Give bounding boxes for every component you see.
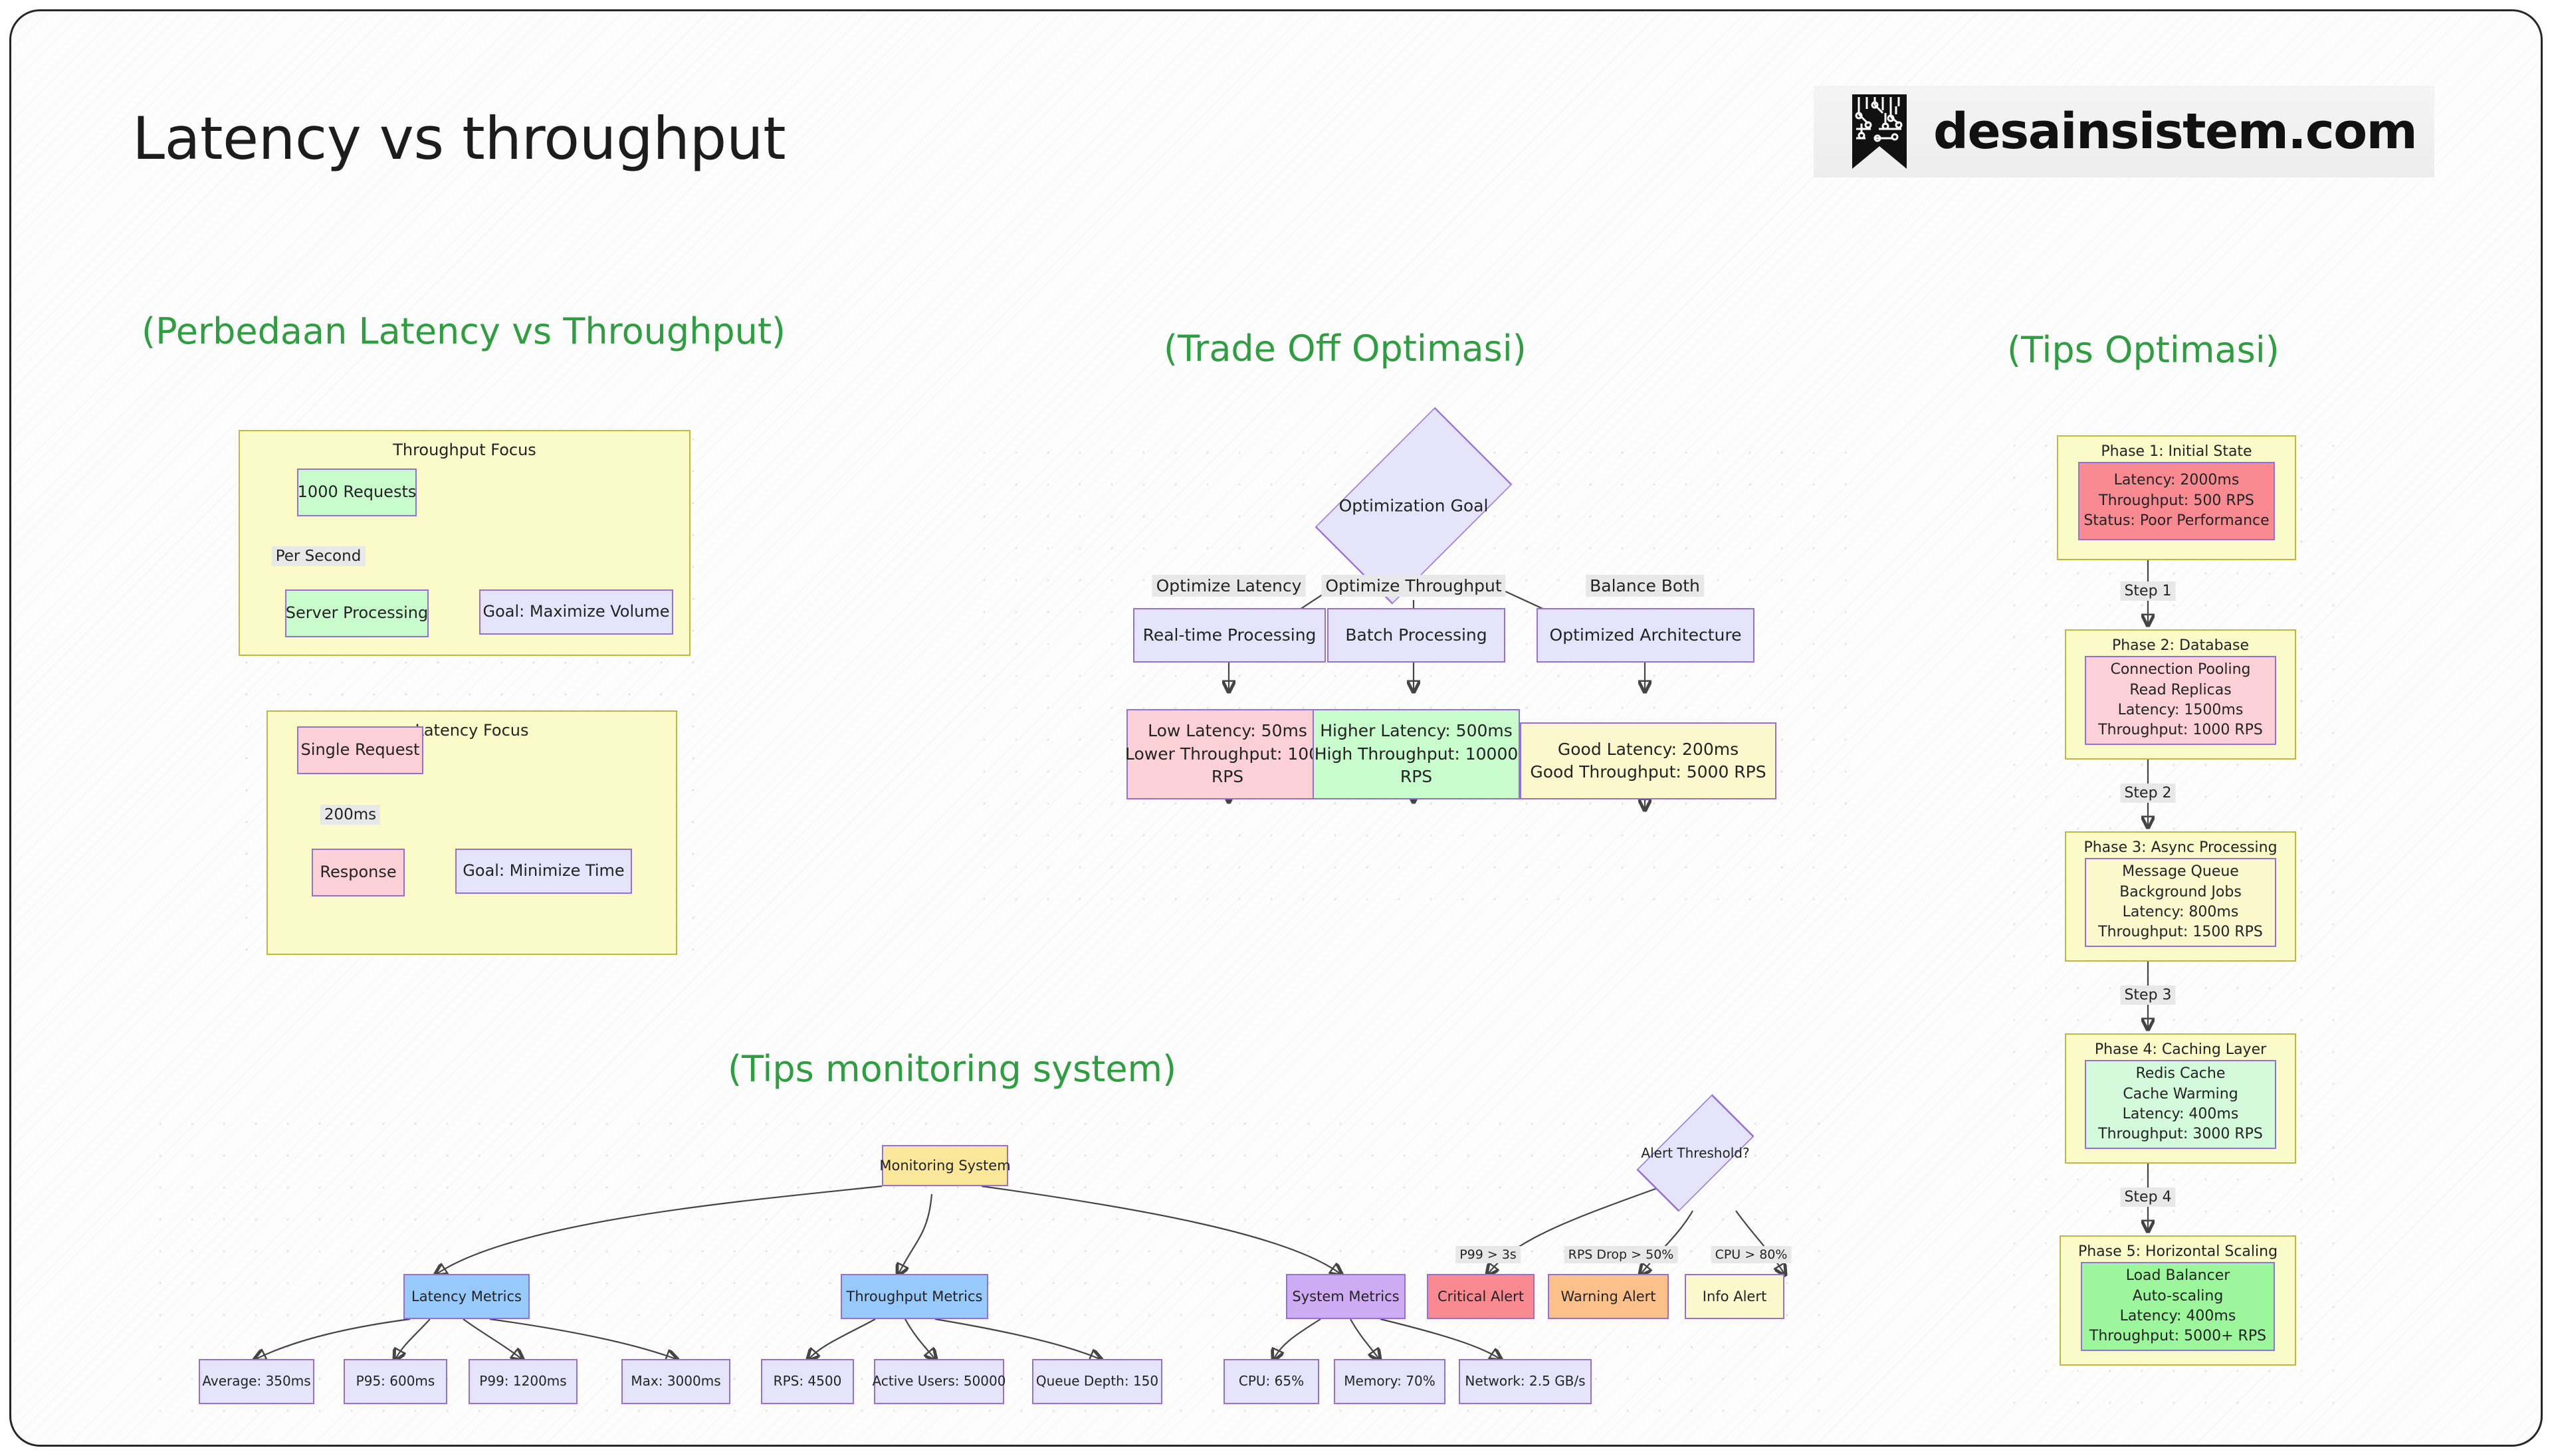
- node-1000-requests: 1000 Requests: [297, 468, 417, 516]
- decision-label: Alert Threshold?: [1641, 1145, 1750, 1161]
- node-latency-max: Max: 3000ms: [621, 1359, 730, 1404]
- node-throughput-metrics: Throughput Metrics: [841, 1274, 988, 1319]
- brand-name: desainsistem.com: [1933, 103, 2418, 160]
- node-throughput-queue-depth: Queue Depth: 150: [1032, 1359, 1162, 1404]
- node-system-memory: Memory: 70%: [1334, 1359, 1445, 1404]
- node-latency-metrics: Latency Metrics: [403, 1274, 530, 1319]
- node-system-cpu: CPU: 65%: [1223, 1359, 1319, 1404]
- brand-logo-block: desainsistem.com: [1814, 86, 2434, 177]
- node-system-metrics: System Metrics: [1286, 1274, 1406, 1319]
- node-goal-maximize-volume: Goal: Maximize Volume: [479, 589, 673, 635]
- node-result-high-throughput: Higher Latency: 500ms High Throughput: 1…: [1313, 709, 1520, 799]
- node-phase-3-metrics: Message Queue Background Jobs Latency: 8…: [2085, 858, 2276, 947]
- node-monitoring-system: Monitoring System: [879, 1145, 1011, 1186]
- node-optimized-architecture: Optimized Architecture: [1537, 608, 1754, 663]
- decision-label: Optimization Goal: [1338, 496, 1489, 516]
- diagram-tips-optimasi: Phase 1: Initial State Latency: 2000ms T…: [1998, 430, 2344, 1427]
- slide-canvas: Latency vs throughput desainsistem.com (…: [9, 9, 2543, 1447]
- subgraph-label: Phase 1: Initial State: [2101, 443, 2252, 460]
- node-phase-5-metrics: Load Balancer Auto-scaling Latency: 400m…: [2081, 1262, 2275, 1351]
- section-heading-middle: (Trade Off Optimasi): [1164, 328, 1527, 369]
- node-goal-minimize-time: Goal: Minimize Time: [455, 849, 632, 894]
- edge-label-step-4: Step 4: [2120, 1188, 2176, 1207]
- node-warning-alert: Warning Alert: [1548, 1274, 1669, 1319]
- subgraph-label: Phase 4: Caching Layer: [2094, 1041, 2267, 1058]
- node-latency-average: Average: 350ms: [199, 1359, 314, 1404]
- page-title: Latency vs throughput: [132, 104, 786, 173]
- node-result-balanced: Good Latency: 200ms Good Throughput: 500…: [1520, 722, 1776, 799]
- edge-label-200ms: 200ms: [320, 805, 381, 825]
- edge-label-rps-drop-threshold: RPS Drop > 50%: [1564, 1246, 1678, 1263]
- subgraph-label: Phase 3: Async Processing: [2083, 839, 2278, 856]
- node-throughput-rps: RPS: 4500: [761, 1359, 854, 1404]
- node-critical-alert: Critical Alert: [1427, 1274, 1535, 1319]
- node-latency-p99: P99: 1200ms: [469, 1359, 578, 1404]
- node-throughput-active-users: Active Users: 50000: [873, 1359, 1006, 1404]
- diagram-latency-vs-throughput: Throughput Focus 1000 Requests Server Pr…: [231, 423, 709, 968]
- node-latency-p95: P95: 600ms: [344, 1359, 447, 1404]
- section-heading-left: (Perbedaan Latency vs Throughput): [142, 310, 786, 352]
- subgraph-label: Phase 2: Database: [2111, 637, 2250, 654]
- node-result-low-latency: Low Latency: 50ms Lower Throughput: 1000…: [1125, 709, 1330, 799]
- node-phase-4-metrics: Redis Cache Cache Warming Latency: 400ms…: [2085, 1060, 2276, 1149]
- node-phase-2-metrics: Connection Pooling Read Replicas Latency…: [2085, 656, 2276, 745]
- edge-label-per-second: Per Second: [271, 546, 366, 566]
- subgraph-label: Phase 5: Horizontal Scaling: [2077, 1243, 2278, 1260]
- diagram-tradeoff-optimasi: Optimization Goal Optimize Latency Optim…: [968, 407, 1872, 928]
- circuit-bookmark-logo-icon: [1852, 94, 1907, 169]
- diagram-monitoring-system: Monitoring System Alert Threshold? Laten…: [144, 1094, 1846, 1413]
- edge-label-cpu-threshold: CPU > 80%: [1711, 1246, 1792, 1263]
- edge-label-step-1: Step 1: [2120, 581, 2176, 601]
- subgraph-label: Throughput Focus: [393, 441, 536, 459]
- node-response: Response: [312, 849, 405, 896]
- section-heading-bottom: (Tips monitoring system): [728, 1048, 1177, 1090]
- node-phase-1-metrics: Latency: 2000ms Throughput: 500 RPS Stat…: [2078, 462, 2275, 540]
- node-batch-processing: Batch Processing: [1327, 608, 1505, 663]
- edge-label-balance-both: Balance Both: [1586, 575, 1704, 597]
- edge-label-step-3: Step 3: [2120, 986, 2176, 1005]
- node-server-processing: Server Processing: [285, 589, 429, 637]
- edge-label-step-2: Step 2: [2120, 783, 2176, 803]
- edge-label-optimize-latency: Optimize Latency: [1152, 575, 1306, 597]
- edge-label-optimize-throughput: Optimize Throughput: [1321, 575, 1506, 597]
- node-single-request: Single Request: [297, 726, 423, 774]
- node-system-network: Network: 2.5 GB/s: [1459, 1359, 1592, 1404]
- node-real-time-processing: Real-time Processing: [1133, 608, 1326, 663]
- node-info-alert: Info Alert: [1685, 1274, 1784, 1319]
- section-heading-right: (Tips Optimasi): [2007, 329, 2280, 371]
- subgraph-label: Latency Focus: [415, 721, 529, 740]
- edge-label-p99-threshold: P99 > 3s: [1455, 1246, 1521, 1263]
